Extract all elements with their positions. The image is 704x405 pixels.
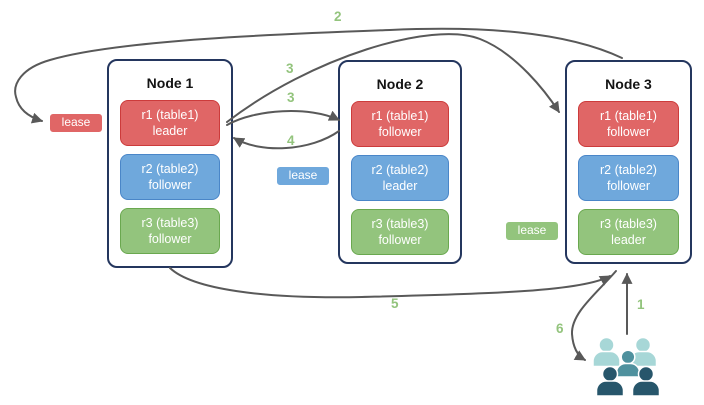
node-2: Node 2 r1 (table1) follower r2 (table2) …: [338, 60, 462, 264]
replica-name: r3 (table3): [141, 215, 199, 230]
replica-r2-table2-follower: r2 (table2) follower: [578, 155, 679, 201]
arrow-step-5-node1-to-node3: [169, 267, 611, 299]
replica-role: follower: [148, 178, 192, 192]
arrow-label-4: 4: [287, 133, 295, 148]
replica-name: r1 (table1): [600, 108, 657, 123]
replica-r3-table3-follower: r3 (table3) follower: [120, 208, 220, 254]
replica-role: follower: [606, 179, 651, 193]
replica-role: follower: [148, 232, 192, 246]
replica-r1-table1-follower: r1 (table1) follower: [351, 101, 449, 147]
replica-name: r3 (table3): [600, 216, 657, 231]
node-1: Node 1 r1 (table1) leader r2 (table2) fo…: [107, 59, 233, 268]
node-title: Node 3: [605, 76, 652, 92]
replica-role: follower: [378, 233, 422, 247]
arrow-step-3-node1-to-node2: [226, 110, 340, 126]
lease-badge-green: lease: [505, 221, 559, 241]
replica-role: follower: [606, 125, 651, 139]
arrow-label-1: 1: [637, 297, 645, 312]
replica-r3-table3-leader: r3 (table3) leader: [578, 209, 679, 255]
replica-name: r2 (table2): [141, 161, 199, 176]
replica-r1-table1-follower: r1 (table1) follower: [578, 101, 679, 147]
replica-name: r3 (table3): [371, 216, 429, 231]
node-3: Node 3 r1 (table1) follower r2 (table2) …: [565, 60, 692, 264]
lease-badge-red: lease: [49, 113, 103, 133]
replica-name: r2 (table2): [371, 162, 429, 177]
replica-role: leader: [152, 124, 188, 138]
replica-role: leader: [382, 179, 418, 193]
arrow-label-5: 5: [391, 296, 399, 311]
replica-role: leader: [611, 233, 646, 247]
replica-r1-table1-leader: r1 (table1) leader: [120, 100, 220, 146]
lease-badge-blue: lease: [276, 166, 330, 186]
arrow-label-3b: 3: [287, 90, 295, 105]
replica-r3-table3-follower: r3 (table3) follower: [351, 209, 449, 255]
arrow-label-2: 2: [334, 9, 342, 24]
arrow-step-6-node3-to-users: [570, 270, 617, 361]
node-title: Node 2: [376, 76, 424, 92]
replica-r2-table2-follower: r2 (table2) follower: [120, 154, 220, 200]
replica-r2-table2-leader: r2 (table2) leader: [351, 155, 449, 201]
replica-role: follower: [378, 125, 422, 139]
replica-name: r1 (table1): [371, 108, 429, 123]
arrow-label-3a: 3: [286, 61, 294, 76]
replica-name: r1 (table1): [141, 107, 199, 122]
node-title: Node 1: [146, 75, 194, 91]
replica-name: r2 (table2): [600, 162, 657, 177]
users-group-icon: [592, 336, 661, 397]
arrow-label-6: 6: [556, 321, 564, 336]
